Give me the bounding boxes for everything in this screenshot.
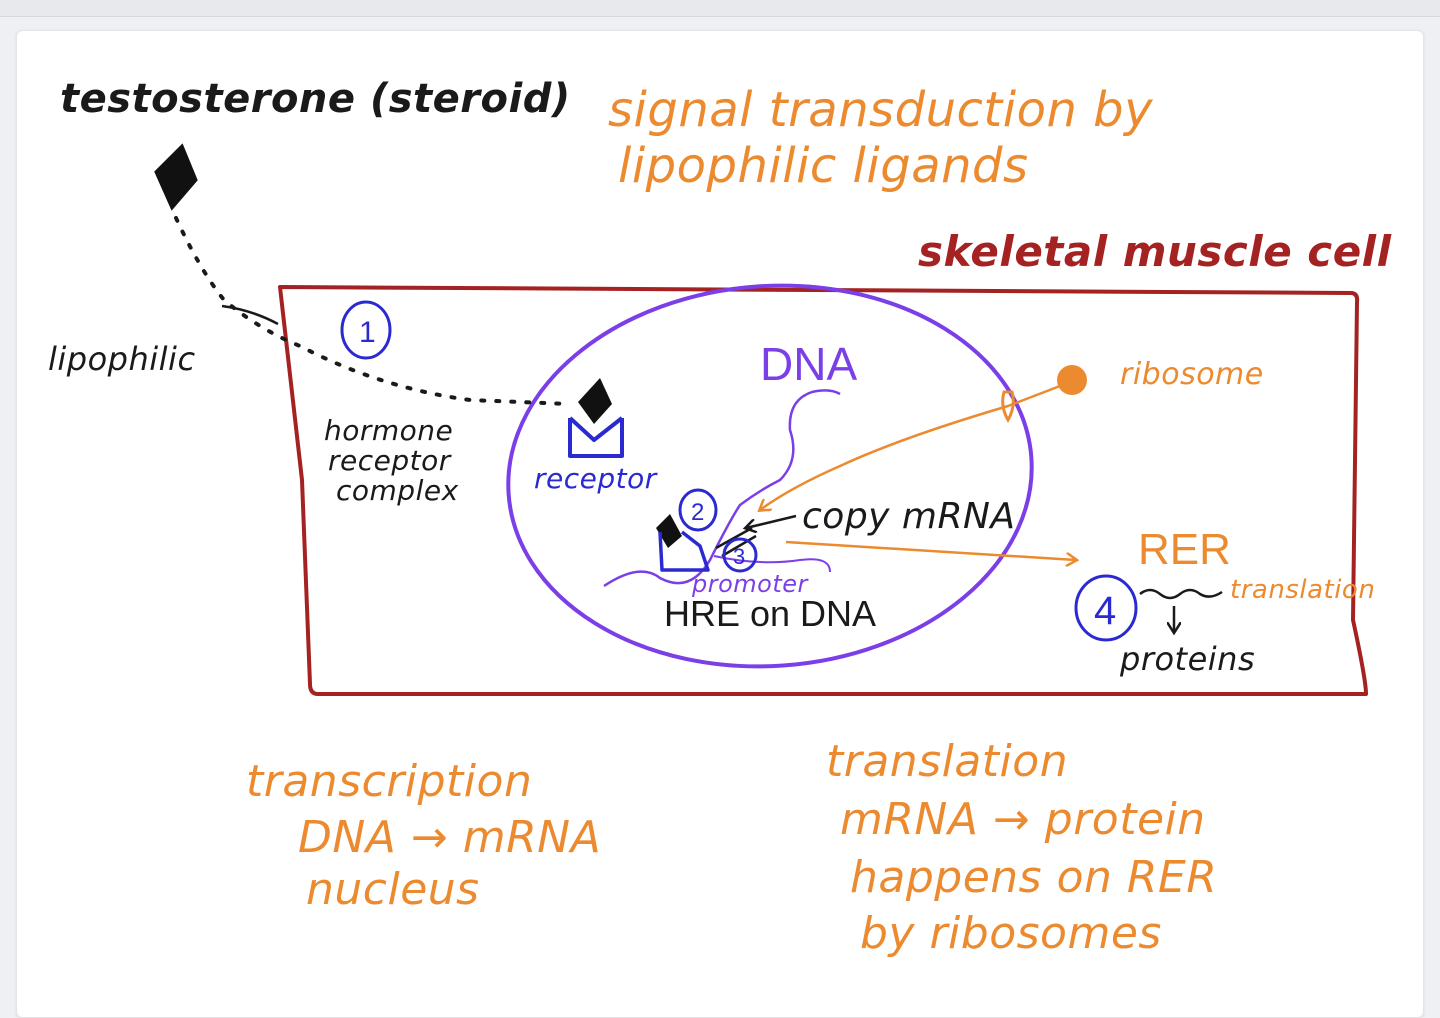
lipophilic-label: lipophilic (48, 340, 196, 378)
receptor-shape (570, 418, 622, 456)
cell-label: skeletal muscle cell (918, 227, 1392, 276)
ribosome-label: ribosome (1120, 357, 1264, 392)
translation-line4: by ribosomes (860, 908, 1162, 959)
dna-label: DNA (760, 338, 857, 390)
lipophilic-pointer (222, 306, 278, 324)
translation-line1: translation (826, 736, 1068, 787)
receptor-label: receptor (534, 462, 658, 495)
transcription-line2: DNA → mRNA (298, 812, 601, 863)
ribosome-arrow (760, 386, 1060, 510)
hrc-line3: complex (336, 474, 459, 507)
hre-label: HRE on DNA (664, 593, 876, 634)
hormone-path (176, 218, 570, 404)
rer-label: RER (1138, 525, 1231, 574)
hrc-line2: receptor (328, 444, 452, 477)
step4-label: 4 (1094, 589, 1116, 633)
testosterone-molecule (156, 146, 196, 208)
step1-label: 1 (359, 316, 376, 349)
title-line2: lipophilic ligands (618, 138, 1029, 194)
transcription-line1: transcription (246, 756, 532, 807)
step3-label: 3 (733, 544, 745, 569)
copy-arrow (746, 516, 796, 528)
translation-line2: mRNA → protein (840, 794, 1206, 845)
translation-line3: happens on RER (850, 852, 1217, 903)
ribosome-icon (1057, 365, 1087, 395)
translation-squiggle (1140, 590, 1222, 598)
hormone-on-receptor (578, 378, 612, 424)
title-line1: signal transduction by (608, 82, 1153, 138)
mrna-to-rer-arrow (786, 542, 1076, 560)
step2-label: 2 (691, 499, 704, 526)
copy-mrna-label: copy mRNA (802, 496, 1016, 537)
proteins-label: proteins (1119, 640, 1255, 678)
hrc-line1: hormone (324, 414, 453, 447)
translation-small-label: translation (1230, 575, 1375, 605)
testosterone-label: testosterone (steroid) (60, 76, 571, 122)
transcription-line3: nucleus (306, 864, 480, 915)
